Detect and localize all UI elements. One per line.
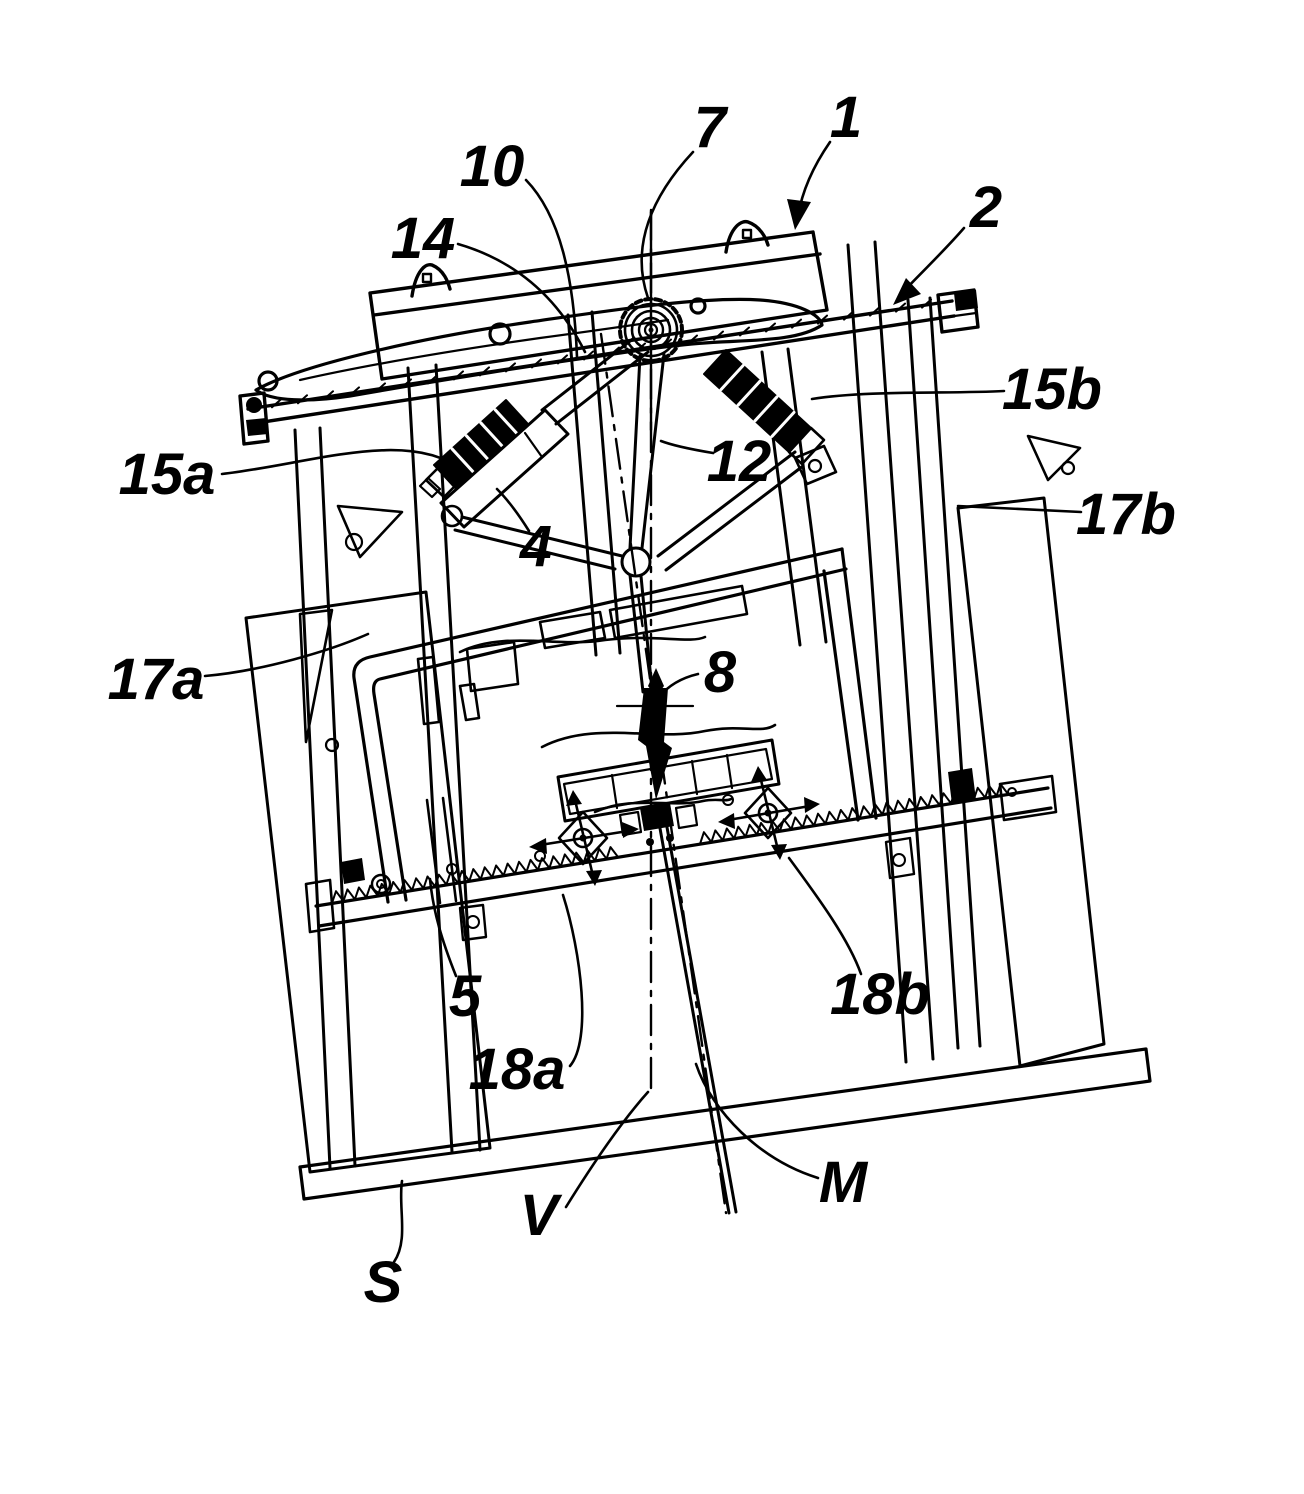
ref-label-18a: 18a: [468, 1037, 566, 1102]
mounting-lug-left: [410, 263, 452, 298]
ref-label-5: 5: [448, 964, 482, 1029]
ref-label-M: M: [818, 1150, 868, 1215]
actuator-15b: [656, 349, 838, 572]
arrowhead-2: [893, 278, 921, 305]
ref-label-18b: 18b: [830, 962, 930, 1027]
ref-label-2: 2: [969, 175, 1003, 240]
rack-end-right: [998, 774, 1058, 822]
crossbar-knurl: [271, 298, 932, 409]
turnbuckle-left: [529, 790, 639, 886]
ref-label-15b: 15b: [1002, 357, 1102, 422]
ref-label-15a: 15a: [118, 442, 216, 507]
ref-label-S: S: [363, 1250, 403, 1315]
panel-details: [416, 584, 777, 814]
side-plate-left: [244, 504, 492, 1174]
crossbar-end-left: [238, 391, 270, 446]
crossbar: [238, 288, 980, 446]
ref-label-V: V: [519, 1183, 559, 1248]
ref-label-17b: 17b: [1076, 482, 1176, 547]
rack-tab: [884, 836, 916, 880]
side-plate-right: [956, 434, 1106, 1068]
turnbuckle-right: [718, 766, 820, 860]
lug-hole-left: [421, 272, 433, 284]
actuator-15b-bracket: [793, 444, 838, 486]
ref-label-12: 12: [706, 429, 772, 494]
ref-label-8: 8: [703, 640, 737, 705]
leader-lines: [203, 140, 1083, 1264]
rack-end-left: [304, 878, 336, 934]
ref-label-4: 4: [519, 514, 553, 579]
arrowhead-1: [787, 199, 811, 230]
rack-bar: [304, 768, 1058, 942]
crossbar-end-right: [936, 288, 980, 334]
base-bar: [298, 1047, 1152, 1201]
ref-label-1: 1: [829, 85, 863, 150]
mounting-lug-right: [724, 219, 770, 254]
ref-label-17a: 17a: [107, 647, 205, 712]
pivot-eye: [620, 546, 652, 578]
ref-label-10: 10: [459, 134, 525, 199]
cylinder-4: [439, 336, 650, 571]
shaft-8: [615, 668, 699, 846]
gusset-left: [336, 504, 404, 559]
ref-label-14: 14: [390, 206, 456, 271]
lug-hole-right: [741, 228, 753, 240]
ref-label-7: 7: [693, 95, 727, 160]
rack-tab: [458, 903, 488, 942]
mid-frame: [352, 547, 878, 904]
